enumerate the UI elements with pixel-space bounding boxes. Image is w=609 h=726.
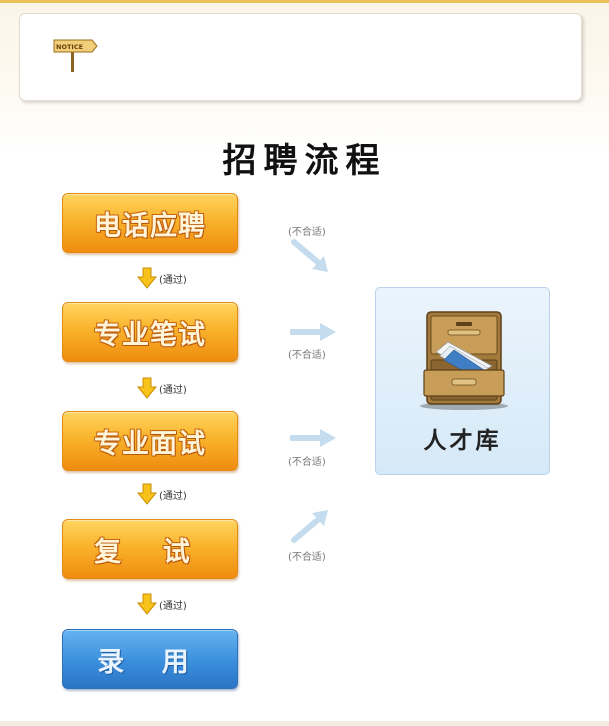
light-blue-arrow-icon (290, 323, 336, 341)
step-second-interview[interactable]: 复 试 (62, 519, 238, 579)
file-cabinet-icon (420, 311, 508, 410)
bottom-rule (0, 721, 609, 726)
pass-indicator: (通过) (136, 593, 187, 615)
down-arrow-icon (136, 377, 158, 399)
talent-pool-label: 人才库 (423, 428, 502, 454)
pass-indicator: (通过) (136, 267, 187, 289)
down-arrow-icon (136, 483, 158, 505)
top-rule (0, 0, 609, 3)
talent-pool-box[interactable]: 人才库 (375, 287, 550, 475)
step-hired[interactable]: 录 用 (62, 629, 238, 689)
notice-signpost-icon: NOTICE (53, 39, 98, 72)
step-interview[interactable]: 专业面试 (62, 411, 238, 471)
light-blue-arrow-icon (291, 510, 328, 543)
step-phone-application[interactable]: 电话应聘 (62, 193, 238, 253)
pass-label: (通过) (159, 600, 187, 612)
pass-indicator: (通过) (136, 483, 187, 505)
notice-panel (19, 13, 582, 101)
notice-band: NOTICE (0, 3, 609, 153)
pass-label: (通过) (159, 384, 187, 396)
down-arrow-icon (136, 593, 158, 615)
pass-label: (通过) (159, 274, 187, 286)
reject-label: (不合适) (288, 350, 326, 361)
reject-label: (不合适) (288, 457, 326, 468)
reject-label: (不合适) (288, 552, 326, 563)
down-arrow-icon (136, 267, 158, 289)
step-written-test[interactable]: 专业笔试 (62, 302, 238, 362)
notice-badge-text: NOTICE (56, 43, 83, 51)
light-blue-arrow-icon (290, 429, 336, 447)
reject-label: (不合适) (288, 227, 326, 238)
light-blue-arrow-icon (291, 239, 328, 272)
pass-label: (通过) (159, 490, 187, 502)
page-title: 招聘流程 (222, 141, 387, 181)
pass-indicator: (通过) (136, 377, 187, 399)
